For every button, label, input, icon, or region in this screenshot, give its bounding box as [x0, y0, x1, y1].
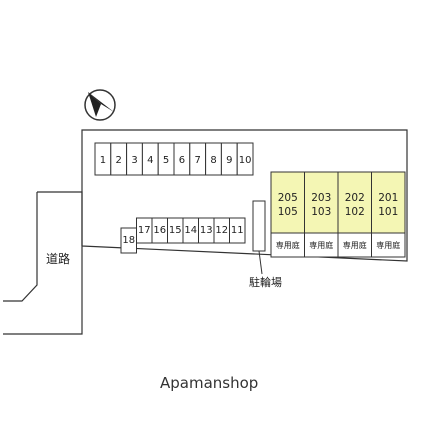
parking-space-bottom: 18: [120, 227, 137, 254]
unit-number-upper: 201: [378, 192, 398, 204]
parking-space-top: 3: [126, 142, 143, 176]
unit-number-lower: 101: [378, 206, 398, 218]
parking-space-top: 8: [205, 142, 222, 176]
parking-space-top: 6: [173, 142, 191, 176]
private-garden-label: 専用庭: [343, 240, 367, 250]
unit-number-upper: 205: [278, 192, 298, 204]
parking-space-top: 4: [141, 142, 159, 176]
road-outline-inner: [3, 192, 38, 302]
road-outline: [3, 191, 83, 335]
unit-number-lower: 102: [345, 206, 365, 218]
parking-space-label: 16: [153, 225, 166, 236]
unit-number-upper: 202: [345, 192, 365, 204]
parking-space-bottom: 11: [229, 217, 246, 244]
parking-space-bottom: 13: [198, 217, 215, 244]
parking-space-bottom: 14: [182, 217, 199, 244]
parking-space-label: 18: [122, 235, 135, 246]
bicycle-parking-area: [252, 200, 266, 252]
parking-space-label: 1: [100, 155, 106, 166]
parking-space-label: 12: [215, 225, 228, 236]
parking-space-bottom: 15: [167, 217, 184, 244]
parking-space-top: 1: [94, 142, 112, 176]
parking-space-label: 6: [179, 155, 185, 166]
parking-space-label: 7: [195, 155, 201, 166]
parking-space-top: 7: [189, 142, 207, 176]
road-label: 道路: [46, 251, 70, 266]
parking-space-top: 9: [220, 142, 238, 176]
parking-space-label: 3: [131, 155, 137, 166]
parking-space-bottom: 12: [213, 217, 230, 244]
private-garden: 専用庭: [270, 232, 305, 258]
parking-space-label: 5: [163, 155, 169, 166]
parking-space-label: 10: [239, 155, 252, 166]
parking-space-top: 5: [157, 142, 175, 176]
parking-space-bottom: 16: [151, 217, 168, 244]
private-garden-label: 専用庭: [276, 240, 300, 250]
private-garden-label: 専用庭: [376, 240, 400, 250]
parking-space-bottom: 17: [136, 217, 153, 244]
unit-number-lower: 105: [278, 206, 298, 218]
parking-space-label: 11: [231, 225, 244, 236]
parking-space-label: 14: [184, 225, 197, 236]
unit-number-upper: 203: [311, 192, 331, 204]
parking-space-label: 13: [200, 225, 213, 236]
north-arrow-icon: [84, 89, 116, 121]
parking-space-label: 9: [226, 155, 232, 166]
parking-space-top: 10: [236, 142, 254, 176]
bicycle-parking-leader: [258, 250, 263, 275]
parking-space-label: 4: [147, 155, 153, 166]
parking-space-label: 2: [116, 155, 122, 166]
parking-space-label: 8: [210, 155, 216, 166]
parking-space-label: 15: [169, 225, 182, 236]
unit-number-lower: 103: [311, 206, 331, 218]
bicycle-parking-label: 駐輪場: [249, 275, 282, 289]
parking-space-top: 2: [110, 142, 128, 176]
private-garden: 専用庭: [304, 232, 339, 258]
private-garden-label: 専用庭: [309, 240, 333, 250]
private-garden: 専用庭: [371, 232, 406, 258]
brand-logo-text: Apamanshop: [160, 374, 258, 392]
parking-space-label: 17: [138, 225, 151, 236]
private-garden: 専用庭: [337, 232, 372, 258]
